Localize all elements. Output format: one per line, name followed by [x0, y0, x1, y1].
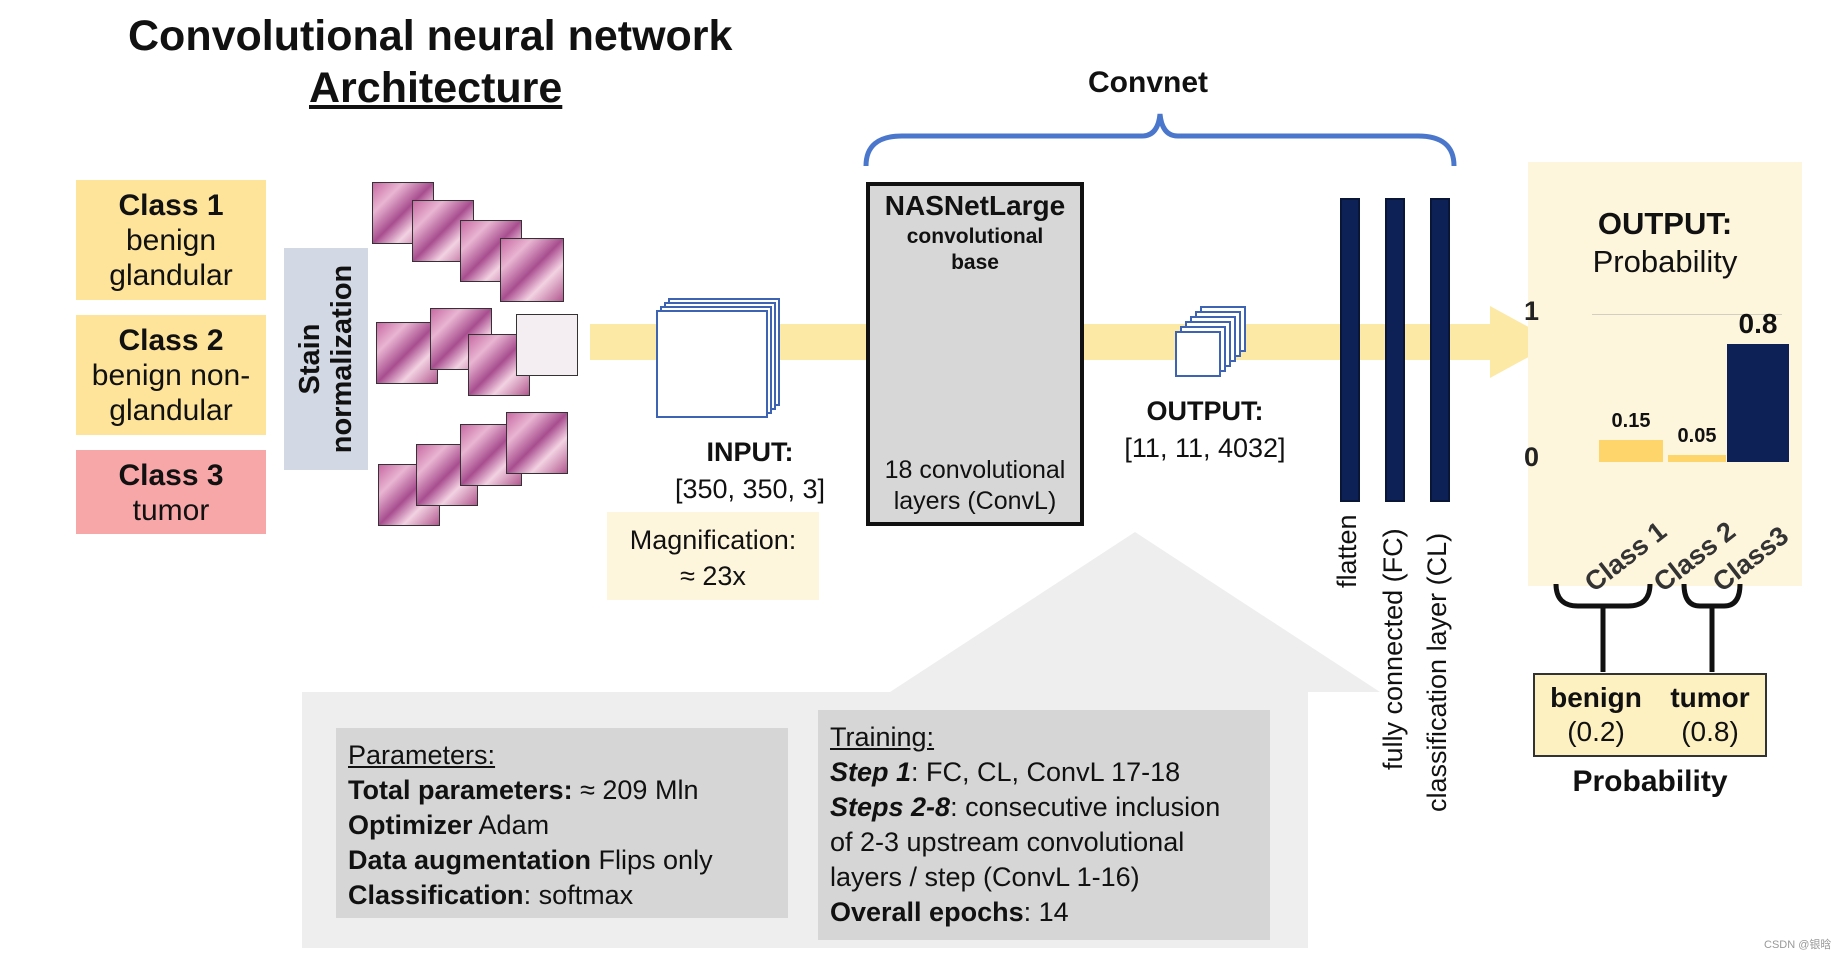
output-shape-block: OUTPUT: [11, 11, 4032]	[1105, 393, 1305, 467]
input-label-block: INPUT: [350, 350, 3]	[670, 434, 830, 508]
parameters-heading: Parameters:	[348, 740, 496, 770]
class-3-line1: tumor	[132, 494, 210, 527]
magnification-value: ≈ 23x	[680, 561, 746, 591]
steps-value-3: layers / step (ConvL 1-16)	[830, 862, 1140, 892]
classification-label: Classification	[348, 880, 524, 910]
histology-tile	[500, 238, 564, 302]
class-3-name: Class 3	[118, 459, 224, 492]
fc-label: fully connected (FC)	[1378, 528, 1408, 770]
optimizer-line: Optimizer Adam	[348, 808, 776, 843]
probability-bar	[1668, 454, 1726, 462]
step1-value: : FC, CL, ConvL 17-18	[911, 757, 1181, 787]
stain-normalization-panel	[284, 248, 368, 470]
augmentation-label: Data augmentation	[348, 845, 592, 875]
steps-line: Steps 2-8: consecutive inclusion	[830, 790, 1258, 825]
bar-value-label: 0.15	[1611, 409, 1651, 432]
nasnet-sub-line2: base	[951, 251, 999, 274]
class-3-box: Class 3 tumor	[76, 450, 266, 534]
stain-normalization-label: Stain normalization	[294, 265, 358, 454]
flatten-layer-bar	[1340, 198, 1360, 502]
nasnet-title: NASNetLarge	[884, 190, 1066, 221]
stain-label-line1: Stain	[294, 323, 326, 395]
class-2-line1: benign non-	[91, 359, 251, 392]
class-2-name: Class 2	[118, 324, 224, 357]
output-label: OUTPUT:	[1146, 396, 1264, 426]
nasnet-bottom-line2: layers (ConvL)	[893, 487, 1057, 515]
convnet-label: Convnet	[1088, 66, 1208, 99]
class-1-line1: benign	[125, 224, 217, 257]
axis-label-bottom: 0	[1524, 442, 1540, 472]
benign-label: benign	[1550, 682, 1642, 713]
input-shape: [350, 350, 3]	[674, 474, 826, 504]
cl-layer-bar	[1430, 198, 1450, 502]
steps-value-1: : consecutive inclusion	[950, 792, 1221, 822]
bar-value-label: 0.8	[1738, 307, 1778, 339]
convnet-bracket	[863, 113, 1457, 167]
nasnet-bottom-line1: 18 convolutional	[884, 456, 1066, 484]
benign-column: benign (0.2)	[1541, 681, 1651, 749]
nasnet-box	[866, 182, 1084, 526]
histology-tile	[460, 424, 522, 486]
steps-value-2: of 2-3 upstream convolutional	[830, 827, 1185, 857]
output-panel-subtitle: Probability	[1592, 244, 1738, 279]
steps-label: Steps 2-8	[830, 792, 951, 822]
final-probability-title: Probability	[1572, 765, 1728, 798]
total-parameters-line: Total parameters: ≈ 209 Mln	[348, 773, 776, 808]
magnification-box: Magnification: ≈ 23x	[607, 512, 819, 600]
probability-bar	[1599, 439, 1663, 462]
stain-label-line2: normalization	[326, 264, 358, 454]
training-box: Training: Step 1: FC, CL, ConvL 17-18 St…	[818, 710, 1270, 940]
augmentation-value: Flips only	[591, 845, 713, 875]
probability-bar	[1727, 343, 1789, 462]
histology-tile	[516, 314, 578, 376]
output-shape: [11, 11, 4032]	[1124, 433, 1286, 463]
epochs-label: Overall epochs	[830, 897, 1024, 927]
optimizer-value: Adam	[472, 810, 550, 840]
nasnet-sub-line1: convolutional	[906, 225, 1044, 248]
step1-line: Step 1: FC, CL, ConvL 17-18	[830, 755, 1258, 790]
gridline-top	[1592, 314, 1782, 315]
diagram-title: Convolutional neural network	[128, 12, 733, 60]
class-1-name: Class 1	[118, 189, 224, 222]
tumor-column: tumor (0.8)	[1655, 681, 1765, 749]
bar-value-label: 0.05	[1677, 424, 1717, 447]
output-panel-title: OUTPUT:	[1597, 206, 1733, 241]
cl-label: classification layer (CL)	[1422, 532, 1452, 812]
step1-label: Step 1	[830, 757, 912, 787]
total-parameters-value: ≈ 209 Mln	[572, 775, 699, 805]
class-1-box: Class 1 benign glandular	[76, 180, 266, 300]
optimizer-label: Optimizer	[348, 810, 473, 840]
training-heading: Training:	[830, 722, 935, 752]
augmentation-line: Data augmentation Flips only	[348, 843, 776, 878]
final-probability-box: benign (0.2) tumor (0.8)	[1533, 673, 1767, 757]
parameters-box: Parameters: Total parameters: ≈ 209 Mln …	[336, 728, 788, 918]
class-2-line2: glandular	[109, 394, 233, 427]
axis-label-top: 1	[1524, 296, 1540, 326]
epochs-value: : 14	[1023, 897, 1069, 927]
histology-tile	[506, 412, 568, 474]
input-label: INPUT:	[706, 437, 794, 467]
histology-tile	[376, 322, 438, 384]
output-stack-card	[1175, 331, 1221, 377]
benign-value: (0.2)	[1567, 716, 1625, 747]
classification-line: Classification: softmax	[348, 878, 776, 913]
magnification-label: Magnification:	[629, 525, 797, 555]
callout-triangle	[890, 532, 1380, 692]
total-parameters-label: Total parameters:	[348, 775, 573, 805]
fc-layer-bar	[1385, 198, 1405, 502]
input-stack-card	[656, 310, 768, 418]
tumor-value: (0.8)	[1681, 716, 1739, 747]
watermark: CSDN @银晗	[1764, 939, 1832, 951]
class-1-line2: glandular	[109, 259, 233, 292]
epochs-line: Overall epochs: 14	[830, 895, 1258, 930]
nasnet-layers-text: 18 convolutional layers (ConvL)	[866, 455, 1084, 517]
tumor-label: tumor	[1670, 682, 1750, 713]
diagram-subtitle: Architecture	[309, 64, 563, 112]
nasnet-subtitle: convolutional base	[866, 224, 1084, 276]
classification-value: : softmax	[523, 880, 634, 910]
class-2-box: Class 2 benign non- glandular	[76, 315, 266, 435]
class-grouping-brackets	[1553, 583, 1743, 672]
